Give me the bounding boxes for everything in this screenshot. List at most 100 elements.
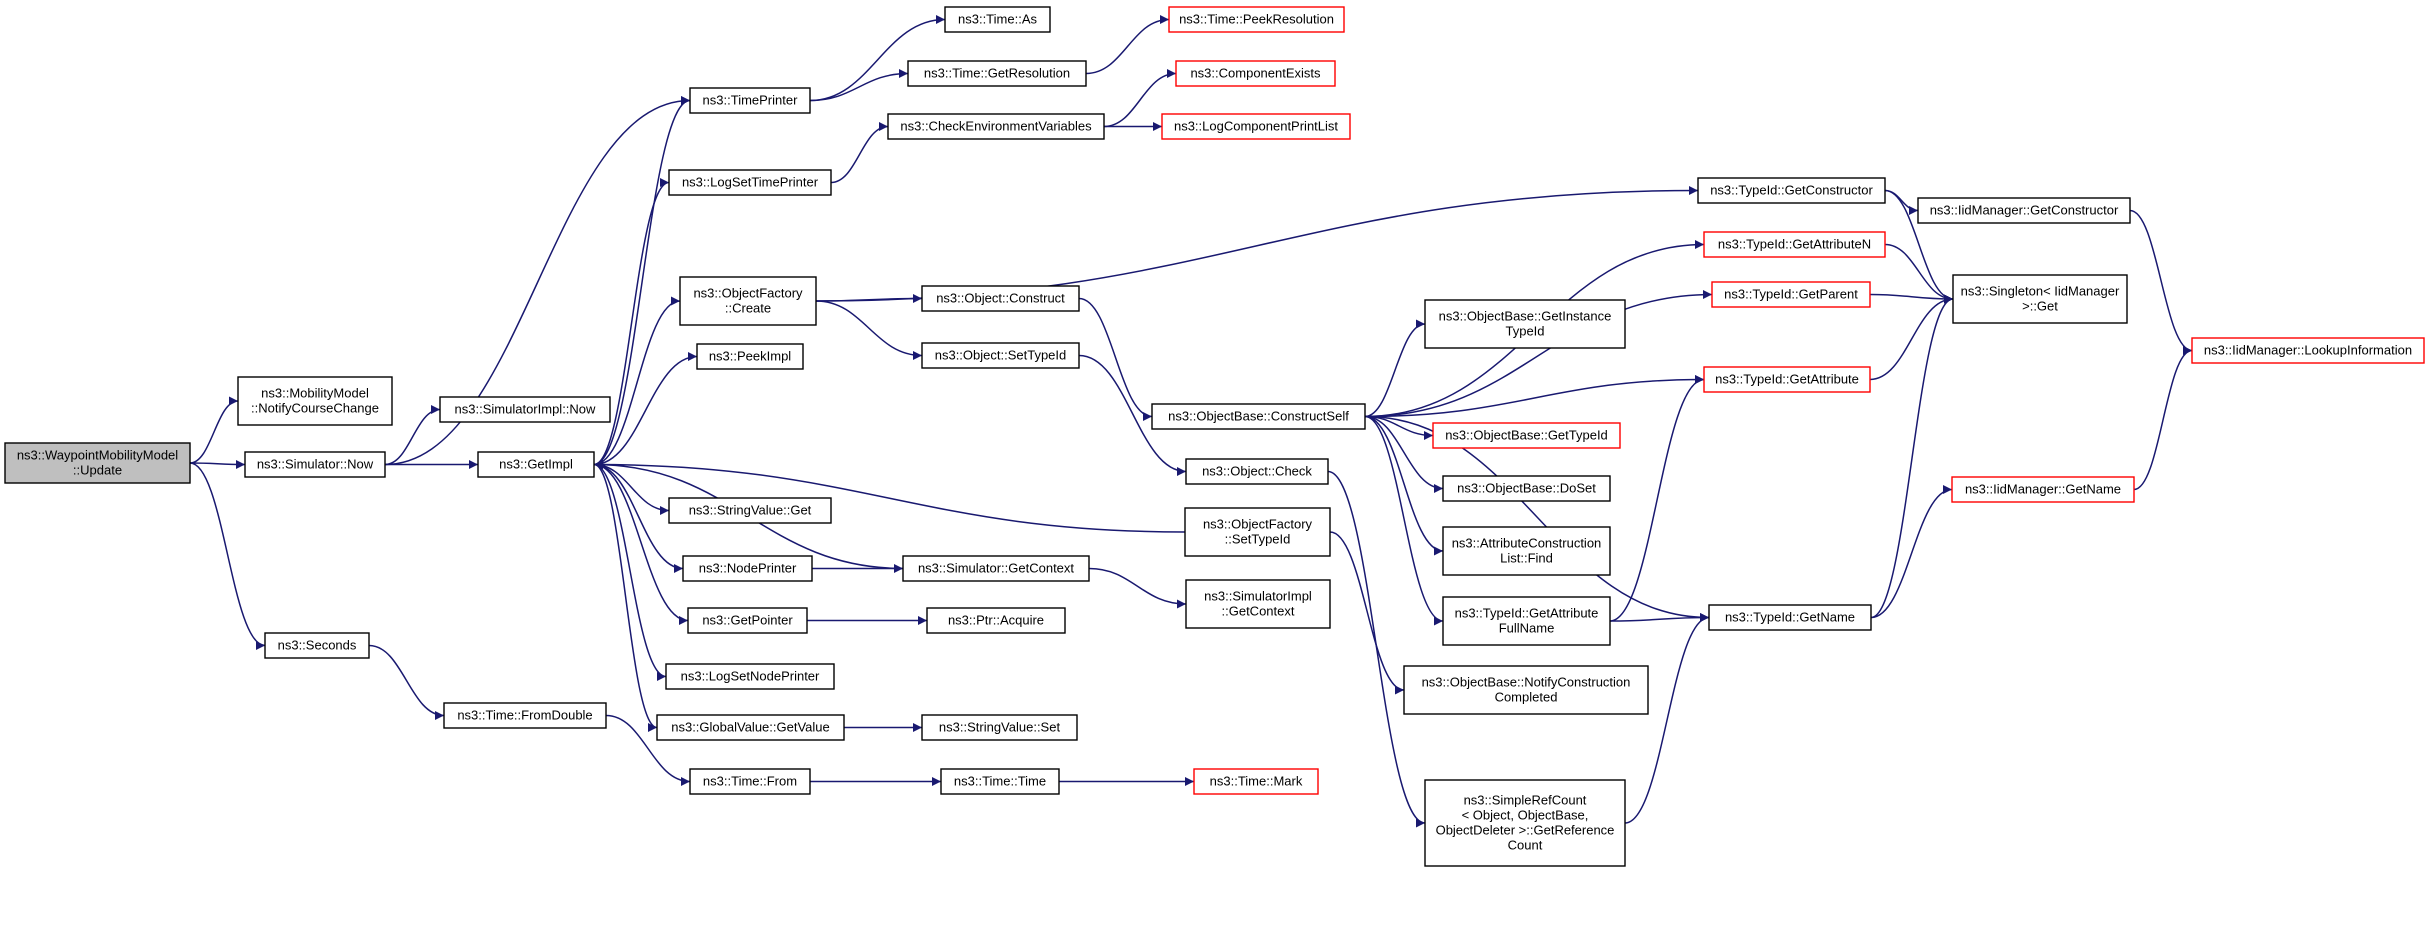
node-log-set-tp[interactable]: ns3::LogSetTimePrinter — [668, 169, 832, 196]
node-logcomp-print[interactable]: ns3::LogComponentPrintList — [1161, 113, 1351, 140]
edge-path — [593, 296, 681, 466]
node-seconds[interactable]: ns3::Seconds — [264, 632, 370, 659]
node-tid-getattr[interactable]: ns3::TypeId::GetAttribute — [1703, 366, 1871, 393]
node-tid-getattrn[interactable]: ns3::TypeId::GetAttributeN — [1703, 231, 1886, 258]
edge-log_set_tp-to-check_env — [830, 122, 889, 184]
node-box — [1424, 779, 1626, 867]
node-label: ns3::Object::SetTypeId — [935, 348, 1067, 363]
node-time-getres[interactable]: ns3::Time::GetResolution — [907, 60, 1087, 87]
node-simimpl-now[interactable]: ns3::SimulatorImpl::Now — [439, 396, 611, 423]
node-ptr-acquire[interactable]: ns3::Ptr::Acquire — [926, 607, 1066, 634]
edge-objbase_cs-to-tid_getattr — [1364, 375, 1705, 418]
node-comp-exists[interactable]: ns3::ComponentExists — [1175, 60, 1336, 87]
node-box — [1917, 197, 2131, 224]
node-time-printer[interactable]: ns3::TimePrinter — [689, 87, 811, 114]
node-objbase-doset[interactable]: ns3::ObjectBase::DoSet — [1442, 475, 1611, 502]
node-label: ::NotifyCourseChange — [251, 401, 379, 416]
node-log-set-np[interactable]: ns3::LogSetNodePrinter — [665, 663, 835, 690]
edge-obj_check-to-simplerefcount — [1327, 470, 1426, 828]
node-label: ns3::Time::PeekResolution — [1179, 12, 1334, 27]
node-box — [689, 87, 811, 114]
node-get-impl[interactable]: ns3::GetImpl — [477, 451, 595, 478]
edge-get_impl-to-time_printer — [593, 96, 691, 466]
node-singleton-get[interactable]: ns3::Singleton< IidManager>::Get — [1952, 274, 2128, 324]
edge-objbase_cs-to-objbase_getinst — [1364, 319, 1426, 418]
edge-path — [1364, 415, 1444, 626]
node-strval-set[interactable]: ns3::StringValue::Set — [921, 714, 1078, 741]
node-objbase-notify[interactable]: ns3::ObjectBase::NotifyConstructionCompl… — [1403, 665, 1649, 715]
edge-path — [1869, 293, 1954, 304]
edge-tid_getparent-to-singleton_get — [1869, 293, 1954, 304]
node-time-peekres[interactable]: ns3::Time::PeekResolution — [1168, 6, 1345, 33]
node-objbase-cs[interactable]: ns3::ObjectBase::ConstructSelf — [1151, 403, 1366, 430]
node-box — [921, 285, 1080, 312]
node-iid-getctor[interactable]: ns3::IidManager::GetConstructor — [1917, 197, 2131, 224]
node-label: ns3::TimePrinter — [703, 93, 799, 108]
node-box — [1193, 768, 1319, 795]
node-box — [687, 607, 808, 634]
node-tid-getname[interactable]: ns3::TypeId::GetName — [1708, 604, 1872, 631]
node-iid-getname[interactable]: ns3::IidManager::GetName — [1951, 476, 2135, 503]
node-label: ns3::StringValue::Get — [689, 503, 812, 518]
node-obj-construct[interactable]: ns3::Object::Construct — [921, 285, 1080, 312]
node-time-time[interactable]: ns3::Time::Time — [940, 768, 1060, 795]
node-tid-getparent[interactable]: ns3::TypeId::GetParent — [1711, 281, 1871, 308]
edge-get_impl-to-objfac_create — [593, 296, 681, 466]
edge-path — [1078, 297, 1153, 421]
node-time-mark[interactable]: ns3::Time::Mark — [1193, 768, 1319, 795]
node-box — [1442, 596, 1611, 646]
node-box — [921, 342, 1080, 369]
node-peek-impl[interactable]: ns3::PeekImpl — [696, 343, 804, 370]
node-box — [237, 376, 393, 426]
node-strval-get[interactable]: ns3::StringValue::Get — [668, 497, 832, 524]
node-globalval-get[interactable]: ns3::GlobalValue::GetValue — [656, 714, 845, 741]
node-check-env[interactable]: ns3::CheckEnvironmentVariables — [887, 113, 1105, 140]
node-label: ns3::TypeId::GetName — [1725, 610, 1855, 625]
node-notify-course[interactable]: ns3::MobilityModel::NotifyCourseChange — [237, 376, 393, 426]
edge-path — [1364, 319, 1426, 418]
node-sim-getctx[interactable]: ns3::Simulator::GetContext — [902, 555, 1090, 582]
node-objfac-create[interactable]: ns3::ObjectFactory::Create — [679, 276, 817, 326]
edge-time_fromdouble-to-time_from — [605, 714, 691, 786]
node-box — [1442, 475, 1611, 502]
node-simplerefcount[interactable]: ns3::SimpleRefCount< Object, ObjectBase,… — [1424, 779, 1626, 867]
node-objfac-settypeid[interactable]: ns3::ObjectFactory::SetTypeId — [1184, 507, 1331, 557]
node-simimpl-getctx[interactable]: ns3::SimulatorImpl::GetContext — [1185, 579, 1331, 629]
edge-sim_getctx-to-simimpl_getctx — [1088, 567, 1187, 609]
node-label: ns3::Object::Construct — [936, 291, 1065, 306]
edge-obj_settypeid-to-obj_check — [1078, 354, 1187, 476]
edge-get_impl-to-node_printer — [593, 463, 684, 573]
node-node-printer[interactable]: ns3::NodePrinter — [682, 555, 813, 582]
edge-objbase_cs-to-attr_find — [1364, 415, 1444, 556]
edge-tid_getattr-to-singleton_get — [1869, 294, 1954, 381]
node-label: ns3::IidManager::GetName — [1965, 482, 2121, 497]
node-box — [1711, 281, 1871, 308]
edge-path — [1103, 69, 1177, 128]
node-time-fromdouble[interactable]: ns3::Time::FromDouble — [443, 702, 607, 729]
edge-path — [189, 462, 266, 650]
edge-tid_getctor-to-iid_getctor — [1884, 189, 1919, 215]
node-get-pointer[interactable]: ns3::GetPointer — [687, 607, 808, 634]
node-sim-now[interactable]: ns3::Simulator::Now — [244, 451, 386, 478]
node-iid-lookup[interactable]: ns3::IidManager::LookupInformation — [2191, 337, 2425, 364]
node-label: ns3::Time::FromDouble — [457, 708, 592, 723]
node-box — [682, 555, 813, 582]
node-time-from[interactable]: ns3::Time::From — [689, 768, 811, 795]
node-obj-check[interactable]: ns3::Object::Check — [1185, 458, 1329, 485]
edge-path — [1870, 294, 1954, 619]
node-label: ObjectDeleter >::GetReference — [1436, 823, 1615, 838]
node-time-as[interactable]: ns3::Time::As — [944, 6, 1051, 33]
node-box — [244, 451, 386, 478]
node-label: ns3::ObjectBase::NotifyConstruction — [1422, 675, 1631, 690]
node-obj-settypeid[interactable]: ns3::Object::SetTypeId — [921, 342, 1080, 369]
node-box — [907, 60, 1087, 87]
edge-path — [815, 186, 1699, 302]
node-objbase-gettid[interactable]: ns3::ObjectBase::GetTypeId — [1432, 422, 1621, 449]
edge-path — [593, 463, 667, 681]
node-label: ns3::LogSetTimePrinter — [682, 175, 819, 190]
node-tid-getctor[interactable]: ns3::TypeId::GetConstructor — [1697, 177, 1886, 204]
edge-sim_now-to-time_printer — [384, 96, 691, 466]
